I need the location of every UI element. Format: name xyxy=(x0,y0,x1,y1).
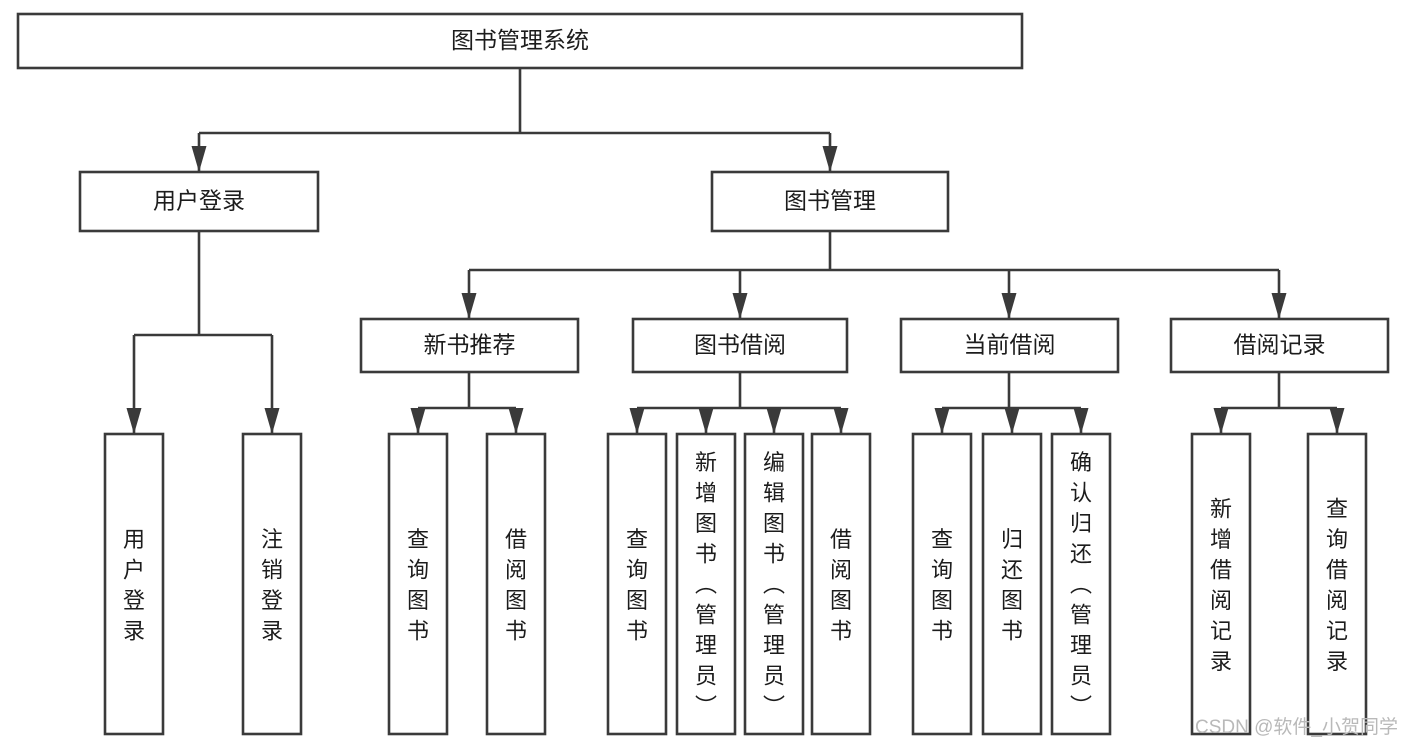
arrow-head-icon xyxy=(410,408,426,434)
arrow-head-icon xyxy=(1001,293,1017,319)
node-box xyxy=(103,432,165,736)
arrow-head-icon xyxy=(508,408,524,434)
node-box xyxy=(1169,317,1390,374)
arrow-head-icon xyxy=(732,293,748,319)
node-leaf-edit-book-admin[interactable]: 编辑图书︵管理员︶ xyxy=(743,432,805,736)
node-box xyxy=(78,170,320,233)
node-box xyxy=(1050,432,1112,736)
arrow-head-icon xyxy=(833,408,849,434)
node-l2-user-login[interactable]: 用户登录 xyxy=(78,170,320,233)
node-box xyxy=(631,317,849,374)
node-label: 用户登录 xyxy=(153,188,245,214)
connectors-layer xyxy=(126,68,1345,434)
node-leaf-query-borrow-record[interactable]: 查询借阅记录 xyxy=(1306,432,1368,736)
node-leaf-query-book-cur[interactable]: 查询图书 xyxy=(911,432,973,736)
node-box xyxy=(743,432,805,736)
node-label: 新增借阅记录 xyxy=(1210,496,1232,674)
node-box xyxy=(606,432,668,736)
node-box xyxy=(810,432,872,736)
csdn-watermark: CSDN @软件_小贺同学 xyxy=(1195,716,1398,738)
arrow-head-icon xyxy=(264,408,280,434)
arrow-head-icon xyxy=(934,408,950,434)
node-label: 归还图书 xyxy=(1001,527,1023,644)
arrow-head-icon xyxy=(461,293,477,319)
node-leaf-return-book[interactable]: 归还图书 xyxy=(981,432,1043,736)
node-label: 用户登录 xyxy=(123,527,145,644)
arrow-head-icon xyxy=(1073,408,1089,434)
node-l3-book-borrow[interactable]: 图书借阅 xyxy=(631,317,849,374)
node-l2-book-manage[interactable]: 图书管理 xyxy=(710,170,950,233)
node-box xyxy=(899,317,1120,374)
node-label: 新增图书︵管理员︶ xyxy=(695,450,717,719)
node-box xyxy=(710,170,950,233)
node-box xyxy=(387,432,449,736)
arrow-head-icon xyxy=(1271,293,1287,319)
node-box xyxy=(1306,432,1368,736)
node-box xyxy=(1190,432,1252,736)
arrow-head-icon xyxy=(629,408,645,434)
node-box xyxy=(16,12,1024,70)
node-l3-current-borrow[interactable]: 当前借阅 xyxy=(899,317,1120,374)
node-leaf-query-book-brw[interactable]: 查询图书 xyxy=(606,432,668,736)
node-label: 借阅图书 xyxy=(505,527,527,644)
node-label: 查询图书 xyxy=(931,527,953,644)
arrow-head-icon xyxy=(1329,408,1345,434)
arrow-head-icon xyxy=(698,408,714,434)
node-l3-borrow-record[interactable]: 借阅记录 xyxy=(1169,317,1390,374)
node-label: 确认归还︵管理员︶ xyxy=(1070,450,1092,719)
node-root[interactable]: 图书管理系统 xyxy=(16,12,1024,70)
node-leaf-borrow-book-brw[interactable]: 借阅图书 xyxy=(810,432,872,736)
node-leaf-logout[interactable]: 注销登录 xyxy=(241,432,303,736)
arrow-head-icon xyxy=(766,408,782,434)
nodes-layer: 图书管理系统用户登录图书管理新书推荐图书借阅当前借阅借阅记录用户登录注销登录查询… xyxy=(16,12,1390,736)
node-label: 当前借阅 xyxy=(964,332,1056,358)
arrow-head-icon xyxy=(822,146,838,172)
node-box xyxy=(485,432,547,736)
node-box xyxy=(981,432,1043,736)
arrow-head-icon xyxy=(191,146,207,172)
node-label: 借阅记录 xyxy=(1234,332,1326,358)
node-l3-new-book-rec[interactable]: 新书推荐 xyxy=(359,317,580,374)
node-label: 图书管理 xyxy=(784,188,876,214)
node-leaf-add-book-admin[interactable]: 新增图书︵管理员︶ xyxy=(675,432,737,736)
node-leaf-add-borrow-record[interactable]: 新增借阅记录 xyxy=(1190,432,1252,736)
node-box xyxy=(911,432,973,736)
arrow-head-icon xyxy=(126,408,142,434)
node-leaf-user-login[interactable]: 用户登录 xyxy=(103,432,165,736)
node-label: 新书推荐 xyxy=(424,332,516,358)
node-label: 查询图书 xyxy=(407,527,429,644)
node-label: 编辑图书︵管理员︶ xyxy=(763,450,785,719)
node-box xyxy=(241,432,303,736)
arrow-head-icon xyxy=(1213,408,1229,434)
node-label: 查询图书 xyxy=(626,527,648,644)
node-leaf-query-book-rec[interactable]: 查询图书 xyxy=(387,432,449,736)
node-box xyxy=(675,432,737,736)
node-label: 查询借阅记录 xyxy=(1326,496,1348,674)
node-label: 注销登录 xyxy=(261,527,283,644)
node-label: 图书借阅 xyxy=(694,332,786,358)
node-label: 借阅图书 xyxy=(830,527,852,644)
node-leaf-confirm-return-admin[interactable]: 确认归还︵管理员︶ xyxy=(1050,432,1112,736)
arrow-head-icon xyxy=(1004,408,1020,434)
node-label: 图书管理系统 xyxy=(451,27,589,53)
node-leaf-borrow-book-rec[interactable]: 借阅图书 xyxy=(485,432,547,736)
node-box xyxy=(359,317,580,374)
